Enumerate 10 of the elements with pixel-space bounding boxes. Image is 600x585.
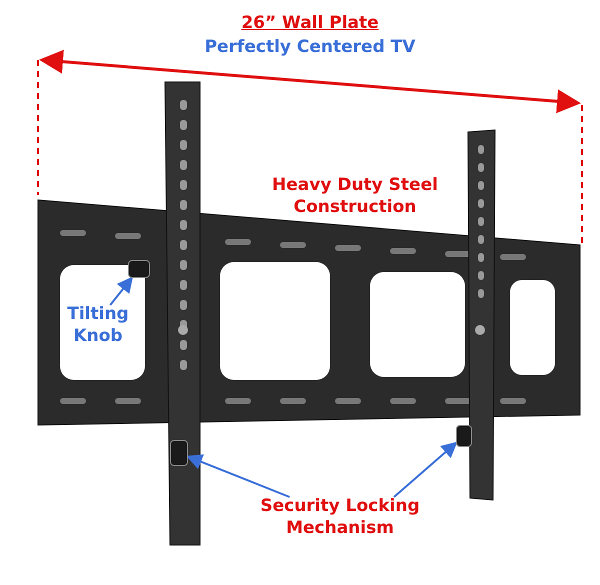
- dimension-label: 26” Wall Plate: [240, 12, 380, 34]
- locking-hook: [456, 425, 472, 447]
- subtitle: Perfectly Centered TV: [204, 36, 416, 58]
- tilting-knob: [128, 260, 150, 278]
- leader-line: [186, 454, 290, 498]
- leader-line: [109, 276, 134, 306]
- callout-label: Security Locking Mechanism: [250, 495, 430, 539]
- feature-label: Heavy Duty Steel Construction: [271, 174, 439, 218]
- locking-hook: [170, 440, 188, 466]
- leader-line: [393, 442, 458, 498]
